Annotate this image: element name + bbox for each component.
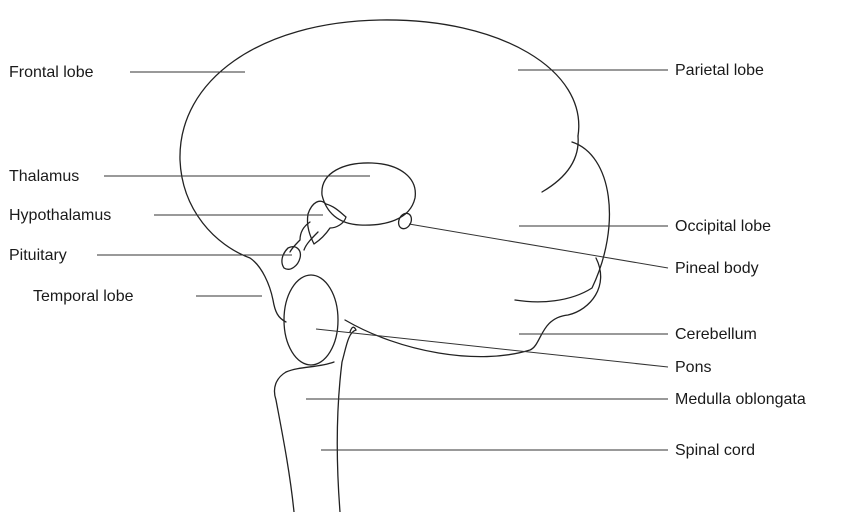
pons-shape	[284, 275, 338, 365]
medulla-left-edge	[274, 372, 294, 512]
label-temporal-lobe: Temporal lobe	[33, 288, 134, 305]
leader-pons	[316, 329, 668, 367]
label-frontal-lobe: Frontal lobe	[9, 64, 94, 81]
medulla-top-curve	[286, 362, 334, 372]
label-pons: Pons	[675, 359, 711, 376]
leader-pineal-body	[409, 224, 668, 268]
label-hypothalamus: Hypothalamus	[9, 207, 111, 224]
label-occipital-lobe: Occipital lobe	[675, 218, 771, 235]
cerebellum-outline	[345, 258, 601, 357]
cerebrum-outline	[180, 20, 579, 322]
label-medulla-oblongata: Medulla oblongata	[675, 391, 806, 408]
label-thalamus: Thalamus	[9, 168, 79, 185]
spinal-cord-right-edge	[337, 330, 356, 512]
pineal-body-shape	[396, 211, 414, 231]
label-parietal-lobe: Parietal lobe	[675, 62, 764, 79]
label-spinal-cord: Spinal cord	[675, 442, 755, 459]
label-pituitary: Pituitary	[9, 247, 67, 264]
label-pineal-body: Pineal body	[675, 260, 759, 277]
parieto-occipital-fold	[542, 136, 578, 192]
occipital-outline	[515, 142, 609, 302]
pituitary-stalk	[290, 222, 318, 252]
label-cerebellum: Cerebellum	[675, 326, 757, 343]
